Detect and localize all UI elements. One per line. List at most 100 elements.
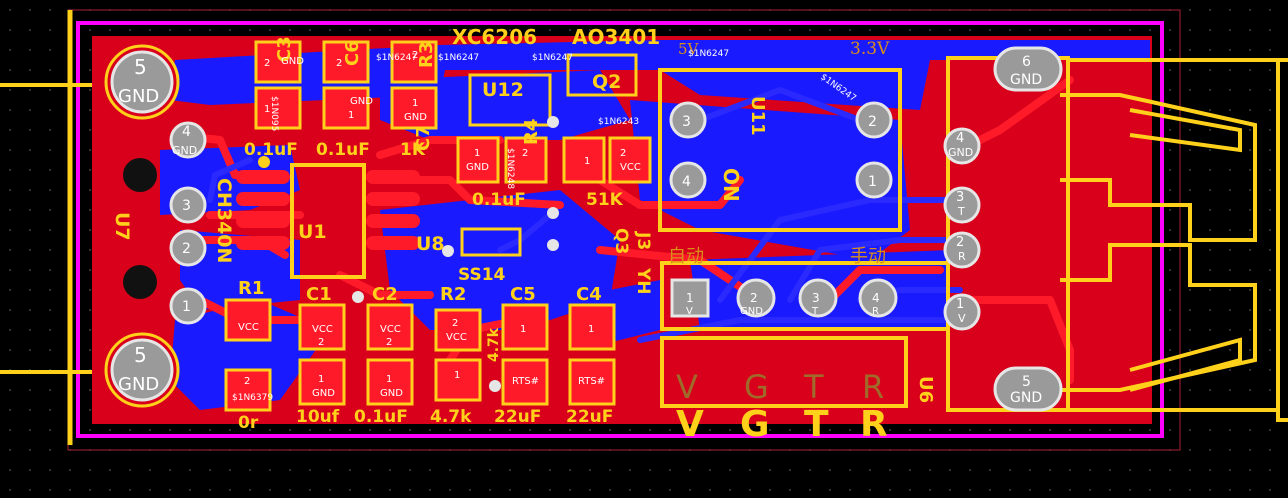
r4-pad-1: 1 — [584, 156, 590, 167]
value-c6: 0.1uF — [316, 140, 370, 160]
c3-pad-2: 2 — [264, 58, 270, 69]
label-c2: C2 — [372, 284, 398, 305]
net-label-5: $1N6243 — [598, 117, 639, 127]
c7-pad-1: 1 — [474, 148, 480, 159]
value-r4: 51K — [586, 190, 624, 210]
r1-pad-vcc: VCC — [238, 322, 259, 333]
label-c3: C3 — [274, 36, 295, 62]
c5-pad-rts: RTS# — [512, 376, 539, 387]
value-r2-side: 4.7k — [486, 327, 502, 362]
board-outline — [76, 21, 1164, 438]
bottom-traces — [207, 87, 963, 343]
u11-pin2: 2 — [868, 114, 877, 130]
u7-pin4-gnd: GND — [172, 144, 197, 157]
letter-v: V — [676, 404, 704, 445]
conn-pin1: 1 — [956, 297, 964, 312]
c6-pad-gnd: GND — [350, 96, 373, 107]
value-c2: 0.1uF — [354, 407, 408, 427]
c1-pad-1: 1 — [318, 374, 324, 385]
j3-pin2-gnd: GND — [740, 306, 763, 317]
j3-pin3-t: T — [811, 306, 819, 317]
u11-pin4: 4 — [682, 174, 691, 190]
u11-pin1: 1 — [868, 174, 877, 190]
value-r3: 1K — [400, 140, 426, 160]
r2-pad-2: 2 — [452, 318, 458, 329]
net-label-8: $1N095 — [269, 96, 279, 131]
vias — [258, 116, 559, 392]
label-u6: U6 — [915, 376, 936, 403]
hole-bl-gnd: GND — [118, 374, 159, 395]
j3-pin2: 2 — [750, 291, 758, 305]
c6-pad-1: 1 — [348, 110, 354, 121]
label-u11: U11 — [747, 96, 768, 136]
value-c4: 22uF — [566, 407, 613, 427]
value-c1: 10uf — [296, 407, 340, 427]
net-label-9: $1N6247 — [376, 53, 417, 63]
conn-pin1-v: V — [958, 312, 966, 325]
c4-pad-rts: RTS# — [578, 376, 605, 387]
label-u12: U12 — [482, 79, 524, 101]
u7-pin1: 1 — [182, 299, 191, 315]
hole-tl-num: 5 — [134, 55, 147, 79]
usb-shell-bot-num: 5 — [1022, 374, 1031, 390]
letter-r: R — [860, 404, 888, 445]
header-ao3401: AO3401 — [572, 25, 660, 49]
j3-pin1: 1 — [686, 291, 694, 305]
u1-pins — [236, 170, 420, 250]
label-c5: C5 — [510, 284, 536, 305]
conn-pin4: 4 — [956, 131, 964, 146]
conn-pin3-t: T — [957, 205, 965, 218]
label-r4: R4 — [521, 119, 542, 145]
net-label-1: $1N6247 — [438, 53, 479, 63]
u7-pin3: 3 — [182, 198, 191, 214]
value-r1: 0r — [238, 413, 259, 433]
svg-text:V: V — [676, 368, 698, 406]
bottom-letters: V G T R — [676, 404, 888, 445]
conn-pin3: 3 — [956, 190, 964, 205]
c7-pad-2: 2 — [522, 148, 528, 159]
conn-pin2-r: R — [958, 250, 966, 263]
net-label-3: $1N6247 — [688, 49, 729, 59]
c1-pad-vcc: VCC — [312, 324, 333, 335]
label-5v: 5V — [678, 40, 700, 58]
c1-pad-gnd: GND — [312, 388, 335, 399]
net-label-6: $1N6379 — [232, 393, 273, 403]
r4-pad-2: 2 — [620, 148, 626, 159]
label-c4: C4 — [576, 284, 602, 305]
c3-pad-1: 1 — [264, 104, 270, 115]
label-on: ON — [719, 168, 743, 202]
r2-pad-1: 1 — [454, 370, 460, 381]
letter-t: T — [804, 404, 829, 445]
c5-pad-1: 1 — [520, 324, 526, 335]
r4-pad-vcc: VCC — [620, 162, 641, 173]
label-auto: 自动 — [668, 246, 704, 267]
conn-pin2: 2 — [956, 235, 964, 250]
svg-text:R: R — [862, 368, 884, 406]
r3-pad-gnd: GND — [404, 112, 427, 123]
c3-pad-gnd: GND — [281, 56, 304, 67]
c7-pad-gnd: GND — [466, 162, 489, 173]
label-j3: J3 — [633, 231, 653, 250]
j3-pin4: 4 — [872, 291, 880, 305]
label-yh: YH — [633, 267, 653, 295]
label-r2: R2 — [440, 284, 466, 305]
c2-pad-gnd: GND — [380, 388, 403, 399]
label-ss14: SS14 — [458, 265, 506, 285]
c2-pad-1: 1 — [386, 374, 392, 385]
c1-pad-2: 2 — [318, 337, 324, 348]
c6-pad-2: 2 — [336, 58, 342, 69]
letter-g: G — [740, 404, 770, 445]
net-label-2: $1N6247 — [532, 53, 573, 63]
usb-shell-top-gnd: GND — [1010, 72, 1042, 88]
c2-pad-vcc: VCC — [380, 324, 401, 335]
label-q3: Q3 — [611, 228, 631, 254]
label-r3: R3 — [416, 42, 437, 68]
hole-bl-num: 5 — [134, 343, 147, 367]
r1-pad-2: 2 — [244, 376, 250, 387]
usb-shell-bot-gnd: GND — [1010, 390, 1042, 406]
svg-text:G: G — [744, 368, 769, 406]
label-u7: U7 — [111, 212, 133, 241]
value-c5: 22uF — [494, 407, 541, 427]
